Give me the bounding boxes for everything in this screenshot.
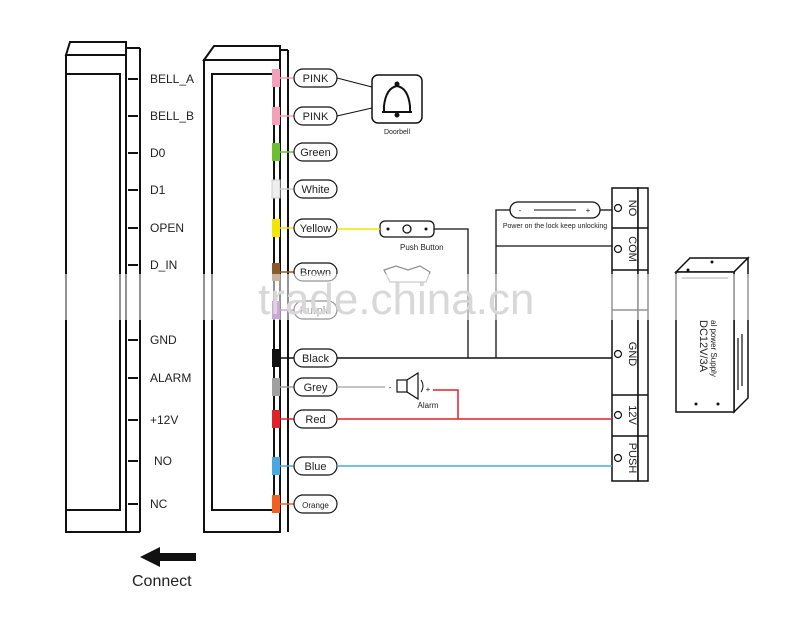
watermark-band	[0, 274, 800, 320]
wire-label-box	[293, 494, 338, 514]
pin-label: GND	[150, 333, 177, 347]
wire-color-block	[272, 219, 280, 237]
alarm-label: Alarm	[418, 401, 439, 410]
terminal-screw	[613, 410, 623, 420]
wire-color-block	[272, 107, 280, 125]
wire-color-block	[271, 179, 281, 199]
terminal-labels: NO COM GND 12V PUSH	[613, 200, 638, 474]
watermark: trade.china.cn	[258, 275, 534, 324]
wire-label: Orange	[302, 501, 329, 510]
terminal-label: COM	[626, 236, 638, 262]
doorbell-wire-b	[336, 107, 373, 117]
wire-labels: PINKPINKGreenWhiteYellowBrownPurpleBlack…	[271, 68, 338, 514]
wire-label: PINK	[303, 111, 329, 123]
power-supply-line1: DC12V/3A	[697, 320, 709, 373]
pin-label: ALARM	[150, 371, 191, 385]
alarm-icon	[396, 371, 424, 401]
lock-minus: -	[519, 206, 522, 215]
alarm-plus: +	[426, 385, 431, 394]
wire-label: Grey	[304, 382, 328, 394]
terminal-screw	[613, 203, 623, 213]
connect-arrow-icon	[140, 547, 196, 567]
alarm-plus-wire	[433, 389, 459, 419]
doorbell-wire-a	[336, 77, 373, 88]
wire-label: Green	[300, 147, 331, 159]
pin-label: +12V	[150, 413, 178, 427]
push-button-label: Push Button	[400, 243, 444, 252]
wire-label: White	[301, 184, 329, 196]
pin-label: NC	[150, 497, 168, 511]
pin-label: D_IN	[150, 258, 177, 272]
wire-color-block	[272, 143, 280, 161]
wire-label: Red	[305, 414, 325, 426]
wire-label-box	[293, 218, 338, 238]
terminal-label: GND	[626, 342, 638, 367]
wire-label-box	[293, 179, 338, 199]
wire-color-block	[272, 349, 280, 367]
wire-label-box	[293, 142, 338, 162]
terminal-label: NO	[626, 200, 638, 217]
wire-color-block	[272, 457, 280, 475]
wire-color-block	[272, 410, 280, 428]
wire-color-block	[272, 263, 280, 281]
power-supply-line2: al power Supply	[709, 320, 718, 377]
wire-label: Blue	[304, 461, 326, 473]
pin-label: NO	[154, 454, 172, 468]
wire-color-block	[272, 378, 280, 396]
wire-label: Black	[302, 353, 329, 365]
wire-color-block	[272, 495, 280, 513]
terminal-screw	[613, 349, 623, 359]
doorbell-label: Doorbell	[384, 129, 411, 136]
pin-label: OPEN	[150, 221, 184, 235]
terminal-label: 12V	[626, 405, 638, 425]
doorbell-icon	[371, 74, 423, 124]
wire-color-block	[272, 69, 280, 87]
terminal-block	[611, 187, 649, 482]
pin-label: D1	[150, 183, 166, 197]
lock-note: Power on the lock keep unlocking	[503, 223, 607, 230]
terminal-screw	[613, 453, 623, 463]
wire-label: Yellow	[300, 223, 331, 235]
terminal-label: PUSH	[626, 443, 638, 474]
alarm-minus: -	[389, 383, 392, 392]
pin-label: BELL_B	[150, 109, 194, 123]
lock-plus: +	[586, 206, 591, 215]
pin-label: BELL_A	[150, 72, 194, 86]
pin-label: D0	[150, 146, 166, 160]
terminal-screw	[613, 244, 623, 254]
connect-label: Connect	[132, 573, 192, 590]
push-button-icon	[379, 220, 435, 238]
wire-label: PINK	[303, 73, 329, 85]
